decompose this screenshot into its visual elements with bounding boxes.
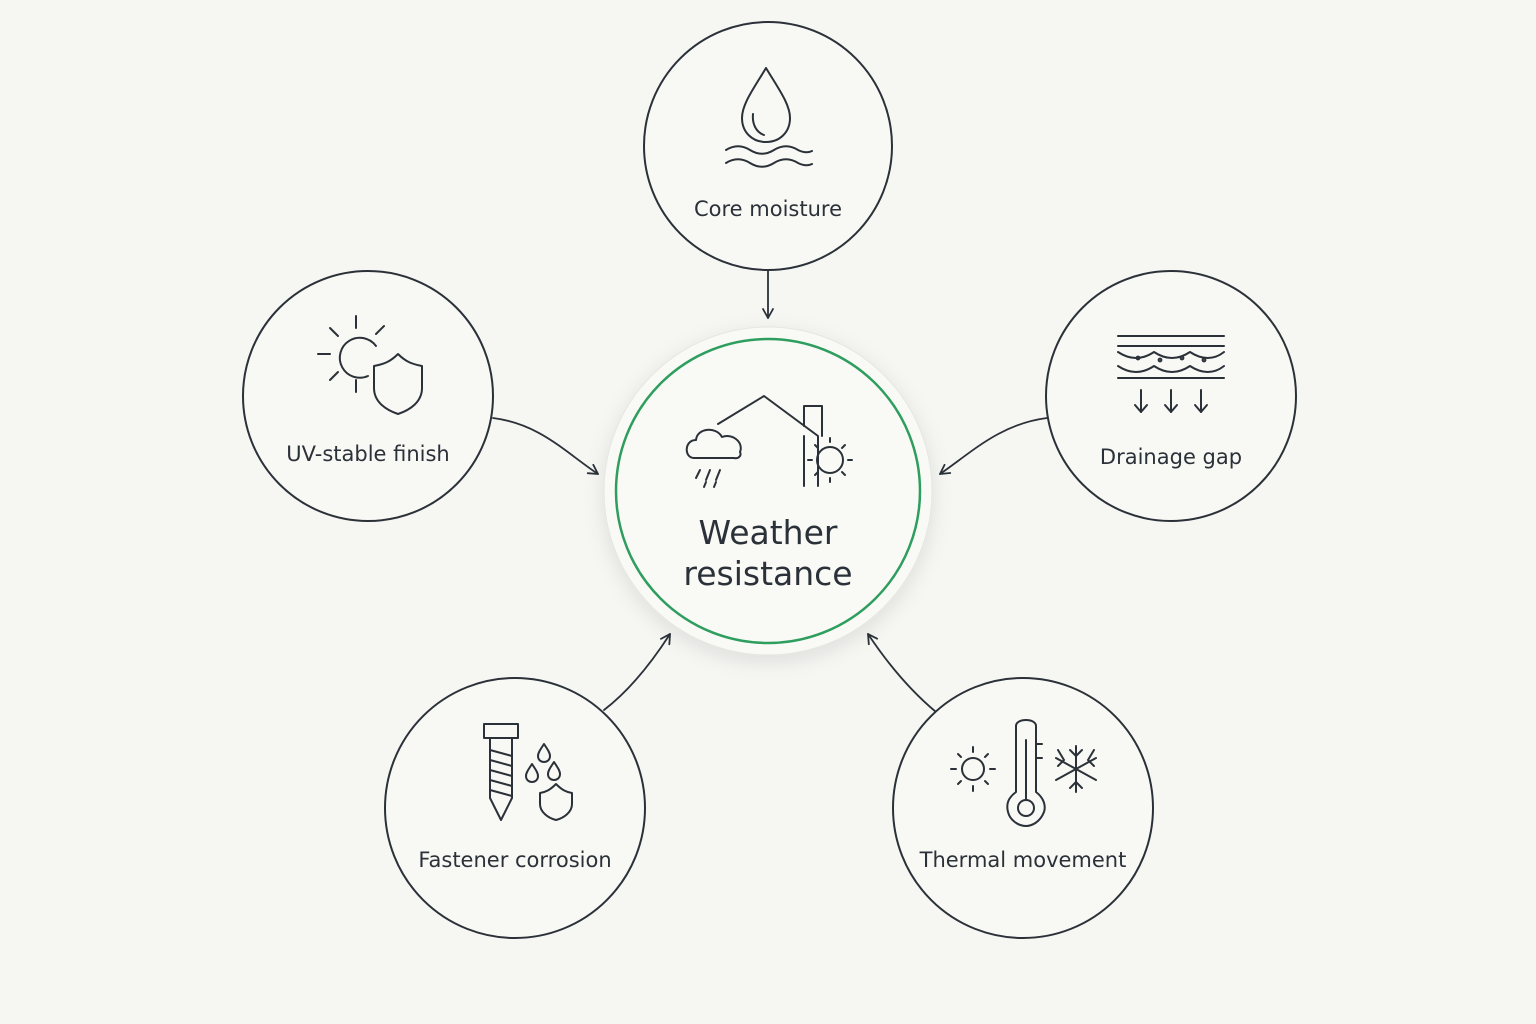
factor-thermal-movement: Thermal movement <box>892 677 1154 939</box>
connectors <box>492 269 1048 713</box>
arrow-thermal-movement <box>867 633 937 713</box>
screw-drops-shield-icon <box>483 723 573 821</box>
factor-core-moisture: Core moisture <box>643 21 893 271</box>
arrow-fastener-corrosion <box>603 633 671 711</box>
drainage-layers-icon <box>1117 335 1225 413</box>
factor-label-fastener-corrosion: Fastener corrosion <box>418 848 611 872</box>
factor-label-uv-stable-finish: UV-stable finish <box>286 442 450 466</box>
factor-drainage-gap: Drainage gap <box>1045 270 1297 522</box>
factor-label-core-moisture: Core moisture <box>694 197 842 221</box>
factor-label-thermal-movement: Thermal movement <box>919 848 1127 872</box>
factor-label-drainage-gap: Drainage gap <box>1100 445 1242 469</box>
arrow-uv-stable-finish <box>492 417 599 475</box>
factor-fastener-corrosion: Fastener corrosion <box>384 677 646 939</box>
arrow-drainage-gap <box>939 417 1048 475</box>
center-accent-ring <box>614 337 922 645</box>
sun-thermometer-snowflake-icon <box>950 719 1097 827</box>
house-weather-icon <box>685 395 853 488</box>
center-node: Weather resistance <box>603 326 933 656</box>
factor-uv-stable-finish: UV-stable finish <box>242 270 494 522</box>
center-title-line2: resistance <box>683 554 852 593</box>
sun-shield-icon <box>317 315 423 415</box>
center-title-line1: Weather <box>699 513 838 552</box>
water-drop-icon <box>725 67 813 168</box>
